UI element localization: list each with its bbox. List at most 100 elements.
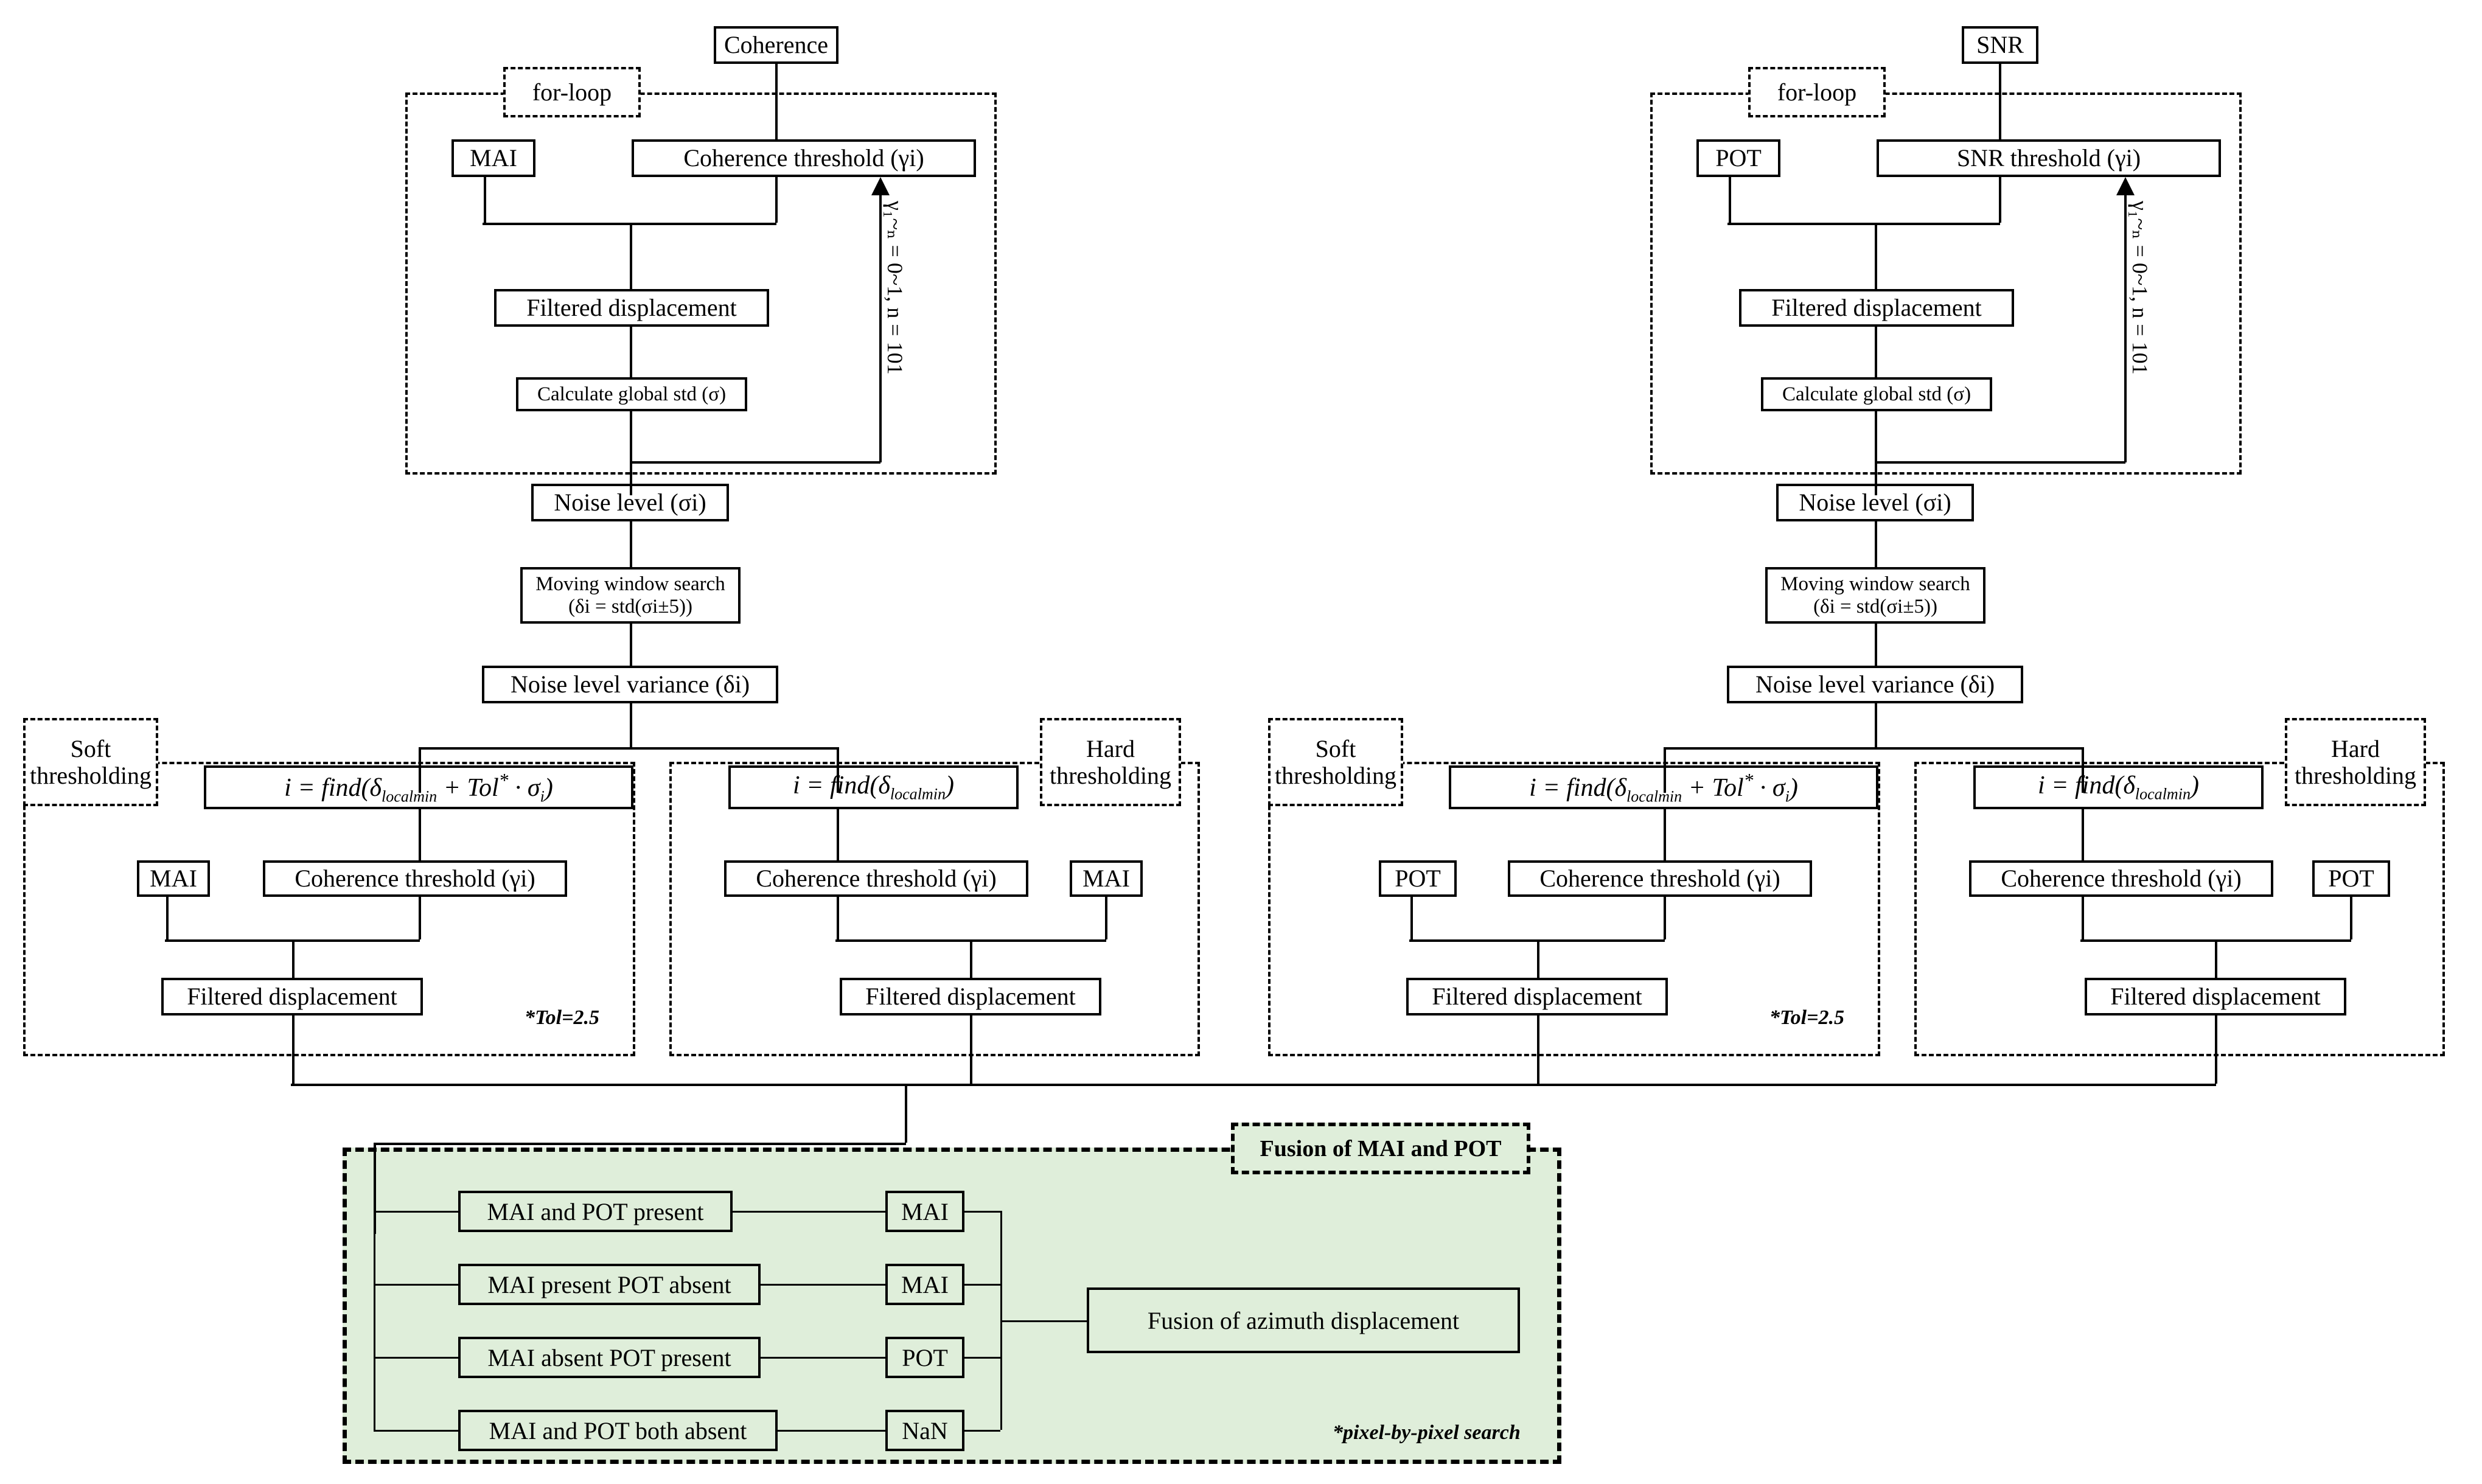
connector-variance-down: [630, 703, 632, 747]
fusion-row4-in: [374, 1430, 459, 1432]
connector-filtered-to-std: [630, 327, 632, 377]
left-hard-filtered-box: Filtered displacement: [840, 978, 1101, 1015]
left-filtered-displacement-box: Filtered displacement: [494, 289, 769, 327]
connector-collect-bus: [291, 1084, 2216, 1086]
fusion-row2-mid: [761, 1284, 885, 1286]
right-soft-label-l1: Soft: [1315, 734, 1356, 762]
connector-right-softfind-down: [1664, 809, 1666, 860]
left-gamma-range-label: γ₁~ₙ = 0~1, n = 101: [883, 201, 907, 375]
connector-noise-to-window: [630, 521, 632, 567]
connector-collect-soft-right: [1537, 1015, 1539, 1084]
fusion-condition-box-3: MAI absent POT present: [458, 1337, 761, 1378]
soft-label-l2: thresholding: [30, 761, 152, 789]
left-for-loop-label: for-loop: [503, 67, 641, 117]
connector-forloop-exit: [630, 461, 632, 495]
left-mai-box: MAI: [451, 139, 535, 177]
connector-right-soft-merge-down: [1537, 939, 1539, 978]
fusion-result-box-1: MAI: [885, 1191, 964, 1232]
right-hard-filtered-box: Filtered displacement: [2085, 978, 2346, 1015]
fusion-input-bus: [374, 1211, 375, 1430]
right-soft-pot-box: POT: [1379, 860, 1457, 897]
left-hard-thresholding-container: [669, 762, 1200, 1056]
left-calculate-std-box: Calculate global std (σ): [516, 377, 747, 411]
connector-right-hardfind-down: [2082, 809, 2084, 860]
pixel-search-note: *pixel-by-pixel search: [1333, 1421, 1521, 1444]
right-hard-pot-box: POT: [2312, 860, 2390, 897]
connector-cohthr-down: [775, 177, 778, 223]
fusion-row3-in: [374, 1357, 459, 1359]
right-soft-label-l2: thresholding: [1275, 761, 1396, 789]
connector-right-hard-merge-down: [2215, 939, 2217, 978]
connector-window-to-variance: [630, 624, 632, 666]
connector-soft-cohthr-down: [419, 897, 421, 939]
fusion-panel-border: [343, 1148, 1561, 1464]
connector-snrthr-down: [1999, 177, 2001, 223]
left-hard-thresholding-label: Hard thresholding: [1040, 718, 1181, 806]
left-soft-thresholding-label: Soft thresholding: [23, 718, 158, 806]
left-noise-level-box: Noise level (σi): [531, 484, 729, 521]
connector-right-split-to-hard: [2082, 747, 2084, 793]
fusion-row2-in: [374, 1284, 459, 1286]
right-noise-level-box: Noise level (σi): [1776, 484, 1974, 521]
left-tol-note: *Tol=2.5: [525, 1006, 599, 1029]
right-snr-threshold-box: SNR threshold (γi): [1877, 139, 2221, 177]
connector-merge-bar-left: [483, 223, 776, 225]
right-source-snr: SNR: [1962, 26, 2038, 64]
connector-fusion-entry: [374, 1143, 376, 1234]
left-hard-coherence-threshold-box: Coherence threshold (γi): [724, 860, 1028, 897]
fusion-condition-box-2: MAI present POT absent: [458, 1264, 761, 1305]
right-hard-label-l2: thresholding: [2295, 761, 2416, 789]
connector-feedback-horizontal: [630, 461, 880, 464]
fusion-row1-out: [964, 1211, 1000, 1213]
fusion-row1-mid: [733, 1211, 885, 1213]
connector-split-to-hard: [837, 747, 839, 793]
right-hard-thresholding-label: Hard thresholding: [2285, 718, 2426, 806]
fusion-output-box: Fusion of azimuth displacement: [1087, 1287, 1520, 1353]
connector-right-soft-pot-down: [1410, 897, 1413, 939]
left-soft-thresholding-container: [23, 762, 635, 1056]
right-soft-thresholding-label: Soft thresholding: [1268, 718, 1403, 806]
right-feedback-arrow-head: [2116, 177, 2135, 195]
left-moving-window-line1: Moving window search: [535, 573, 725, 595]
right-moving-window-line2: (δi = std(σi±5)): [1813, 595, 1937, 618]
right-hard-thresholding-container: [1914, 762, 2445, 1056]
soft-label-l1: Soft: [70, 734, 111, 762]
connector-hardfind-down: [837, 809, 839, 860]
connector-collect-soft-left: [292, 1015, 295, 1084]
right-soft-filtered-box: Filtered displacement: [1406, 978, 1668, 1015]
connector-soft-mai-down: [166, 897, 169, 939]
connector-hard-merge-down: [970, 939, 972, 978]
connector-snr-to-threshold: [1999, 64, 2001, 139]
right-for-loop-label: for-loop: [1748, 67, 1886, 117]
fusion-condition-box-1: MAI and POT present: [458, 1191, 733, 1232]
fusion-row1-in: [374, 1211, 459, 1213]
left-soft-find-box: i = find(δlocalmin + Tol* · σi): [204, 765, 633, 809]
fusion-result-box-2: MAI: [885, 1264, 964, 1305]
left-for-loop-container: [405, 92, 997, 475]
connector-hard-mai-down: [1105, 897, 1107, 939]
connector-right-feedback-vertical: [2124, 195, 2127, 462]
right-hard-find-box: i = find(δlocalmin): [1973, 765, 2264, 809]
connector-right-split-bar: [1664, 747, 2083, 750]
connector-collect-hard-right: [2215, 1015, 2217, 1084]
connector-right-window-to-variance: [1875, 624, 1877, 666]
left-soft-filtered-box: Filtered displacement: [161, 978, 423, 1015]
connector-right-variance-down: [1875, 703, 1877, 747]
connector-right-soft-cohthr-down: [1664, 897, 1666, 939]
connector-pot-down: [1729, 177, 1731, 223]
hard-label-l1: Hard: [1086, 734, 1135, 762]
right-for-loop-container: [1650, 92, 2242, 475]
left-soft-mai-box: MAI: [137, 860, 210, 897]
right-hard-coherence-threshold-box: Coherence threshold (γi): [1969, 860, 2273, 897]
fusion-row4-mid: [778, 1430, 885, 1432]
fusion-row3-mid: [761, 1357, 885, 1359]
right-tol-note: *Tol=2.5: [1769, 1006, 1844, 1029]
fusion-group-label: Fusion of MAI and POT: [1231, 1123, 1530, 1174]
left-source-coherence: Coherence: [714, 26, 838, 64]
right-soft-coherence-threshold-box: Coherence threshold (γi): [1508, 860, 1812, 897]
connector-right-filtered-to-std: [1875, 327, 1877, 377]
connector-soft-merge-down: [292, 939, 295, 978]
right-soft-find-box: i = find(δlocalmin + Tol* · σi): [1449, 765, 1878, 809]
right-pot-box: POT: [1696, 139, 1780, 177]
fusion-row4-out: [964, 1430, 1000, 1432]
